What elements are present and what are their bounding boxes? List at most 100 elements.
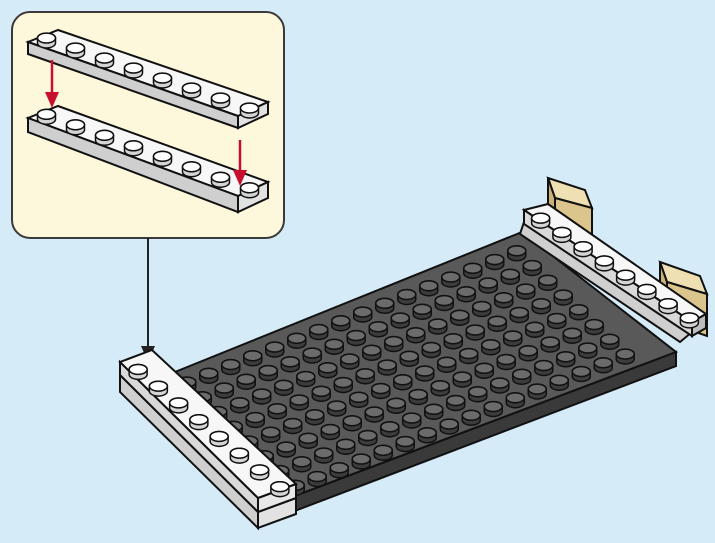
callout-plate-upper (25, 28, 271, 130)
stud (270, 480, 290, 498)
stud (239, 182, 260, 199)
callout-box (11, 11, 285, 239)
stud (553, 289, 573, 306)
stud (446, 394, 466, 412)
stud (402, 412, 422, 429)
stud (243, 350, 263, 367)
red-down-arrow-icon (233, 140, 247, 186)
stud (373, 444, 393, 461)
stud (472, 300, 492, 318)
stud (331, 315, 351, 332)
stud (289, 394, 309, 411)
stud (415, 365, 435, 382)
stud (483, 400, 503, 418)
stud (181, 82, 202, 99)
stud (503, 330, 523, 347)
stud (421, 341, 441, 359)
stud (368, 321, 388, 338)
stud (525, 321, 545, 338)
stud (181, 161, 202, 178)
stud (468, 386, 488, 403)
stud (509, 306, 529, 324)
stud (500, 268, 520, 285)
stud (311, 385, 331, 402)
stud (393, 374, 413, 391)
stud (342, 415, 362, 432)
stud (540, 336, 560, 353)
base-plate-studs (177, 245, 635, 496)
stud (397, 288, 417, 306)
stud (320, 423, 340, 441)
stud (327, 400, 347, 417)
stud (390, 312, 410, 329)
right-white-plate-studs (530, 212, 700, 329)
stud (456, 286, 476, 303)
stud (406, 327, 426, 344)
stud (562, 327, 582, 344)
stud (679, 312, 700, 329)
stud (531, 298, 551, 315)
stud (65, 42, 86, 59)
stud (230, 397, 250, 414)
stud (463, 262, 483, 279)
stud (481, 339, 501, 356)
stud (236, 373, 256, 390)
red-down-arrow-icon (45, 60, 59, 108)
stud (578, 342, 598, 359)
stud (461, 409, 481, 426)
stud (210, 171, 231, 188)
stud (340, 353, 360, 370)
stud (152, 150, 173, 167)
stud (245, 411, 265, 429)
stud (280, 356, 300, 373)
stud (424, 403, 444, 420)
stud (478, 277, 498, 294)
stud (199, 367, 219, 384)
stud (412, 303, 432, 320)
stud (252, 388, 272, 405)
stud (496, 353, 516, 371)
stud (399, 350, 419, 367)
stud (329, 462, 349, 479)
stud (505, 392, 525, 409)
stud (594, 255, 615, 272)
stud (658, 297, 678, 315)
stud (261, 426, 281, 443)
stud (346, 329, 366, 347)
stud (530, 212, 551, 229)
stud (309, 323, 329, 341)
stud (474, 362, 494, 379)
stud (128, 363, 148, 381)
stud (296, 370, 316, 388)
callout-plate-lower-studs (36, 108, 260, 199)
stud (258, 364, 278, 382)
stud (507, 245, 527, 262)
stud (538, 274, 558, 291)
stud (336, 438, 356, 455)
stud (152, 72, 173, 89)
stud (364, 406, 384, 423)
stud (434, 294, 454, 312)
callout-plate-lower (25, 104, 271, 214)
stud (349, 391, 369, 408)
stud (307, 470, 327, 488)
stud (214, 382, 234, 399)
stud (384, 335, 404, 353)
stud (305, 409, 325, 426)
stud (485, 253, 505, 271)
stud (314, 447, 334, 464)
stud (371, 382, 391, 400)
stud (395, 435, 415, 453)
stud (571, 365, 591, 383)
stud (408, 388, 428, 406)
stud (552, 226, 572, 244)
stud (452, 371, 472, 388)
stud (450, 309, 470, 326)
stud (600, 333, 620, 350)
model-base (118, 176, 709, 531)
stud (221, 358, 241, 376)
stud (351, 453, 371, 470)
stud (380, 421, 400, 438)
stud (249, 464, 270, 481)
